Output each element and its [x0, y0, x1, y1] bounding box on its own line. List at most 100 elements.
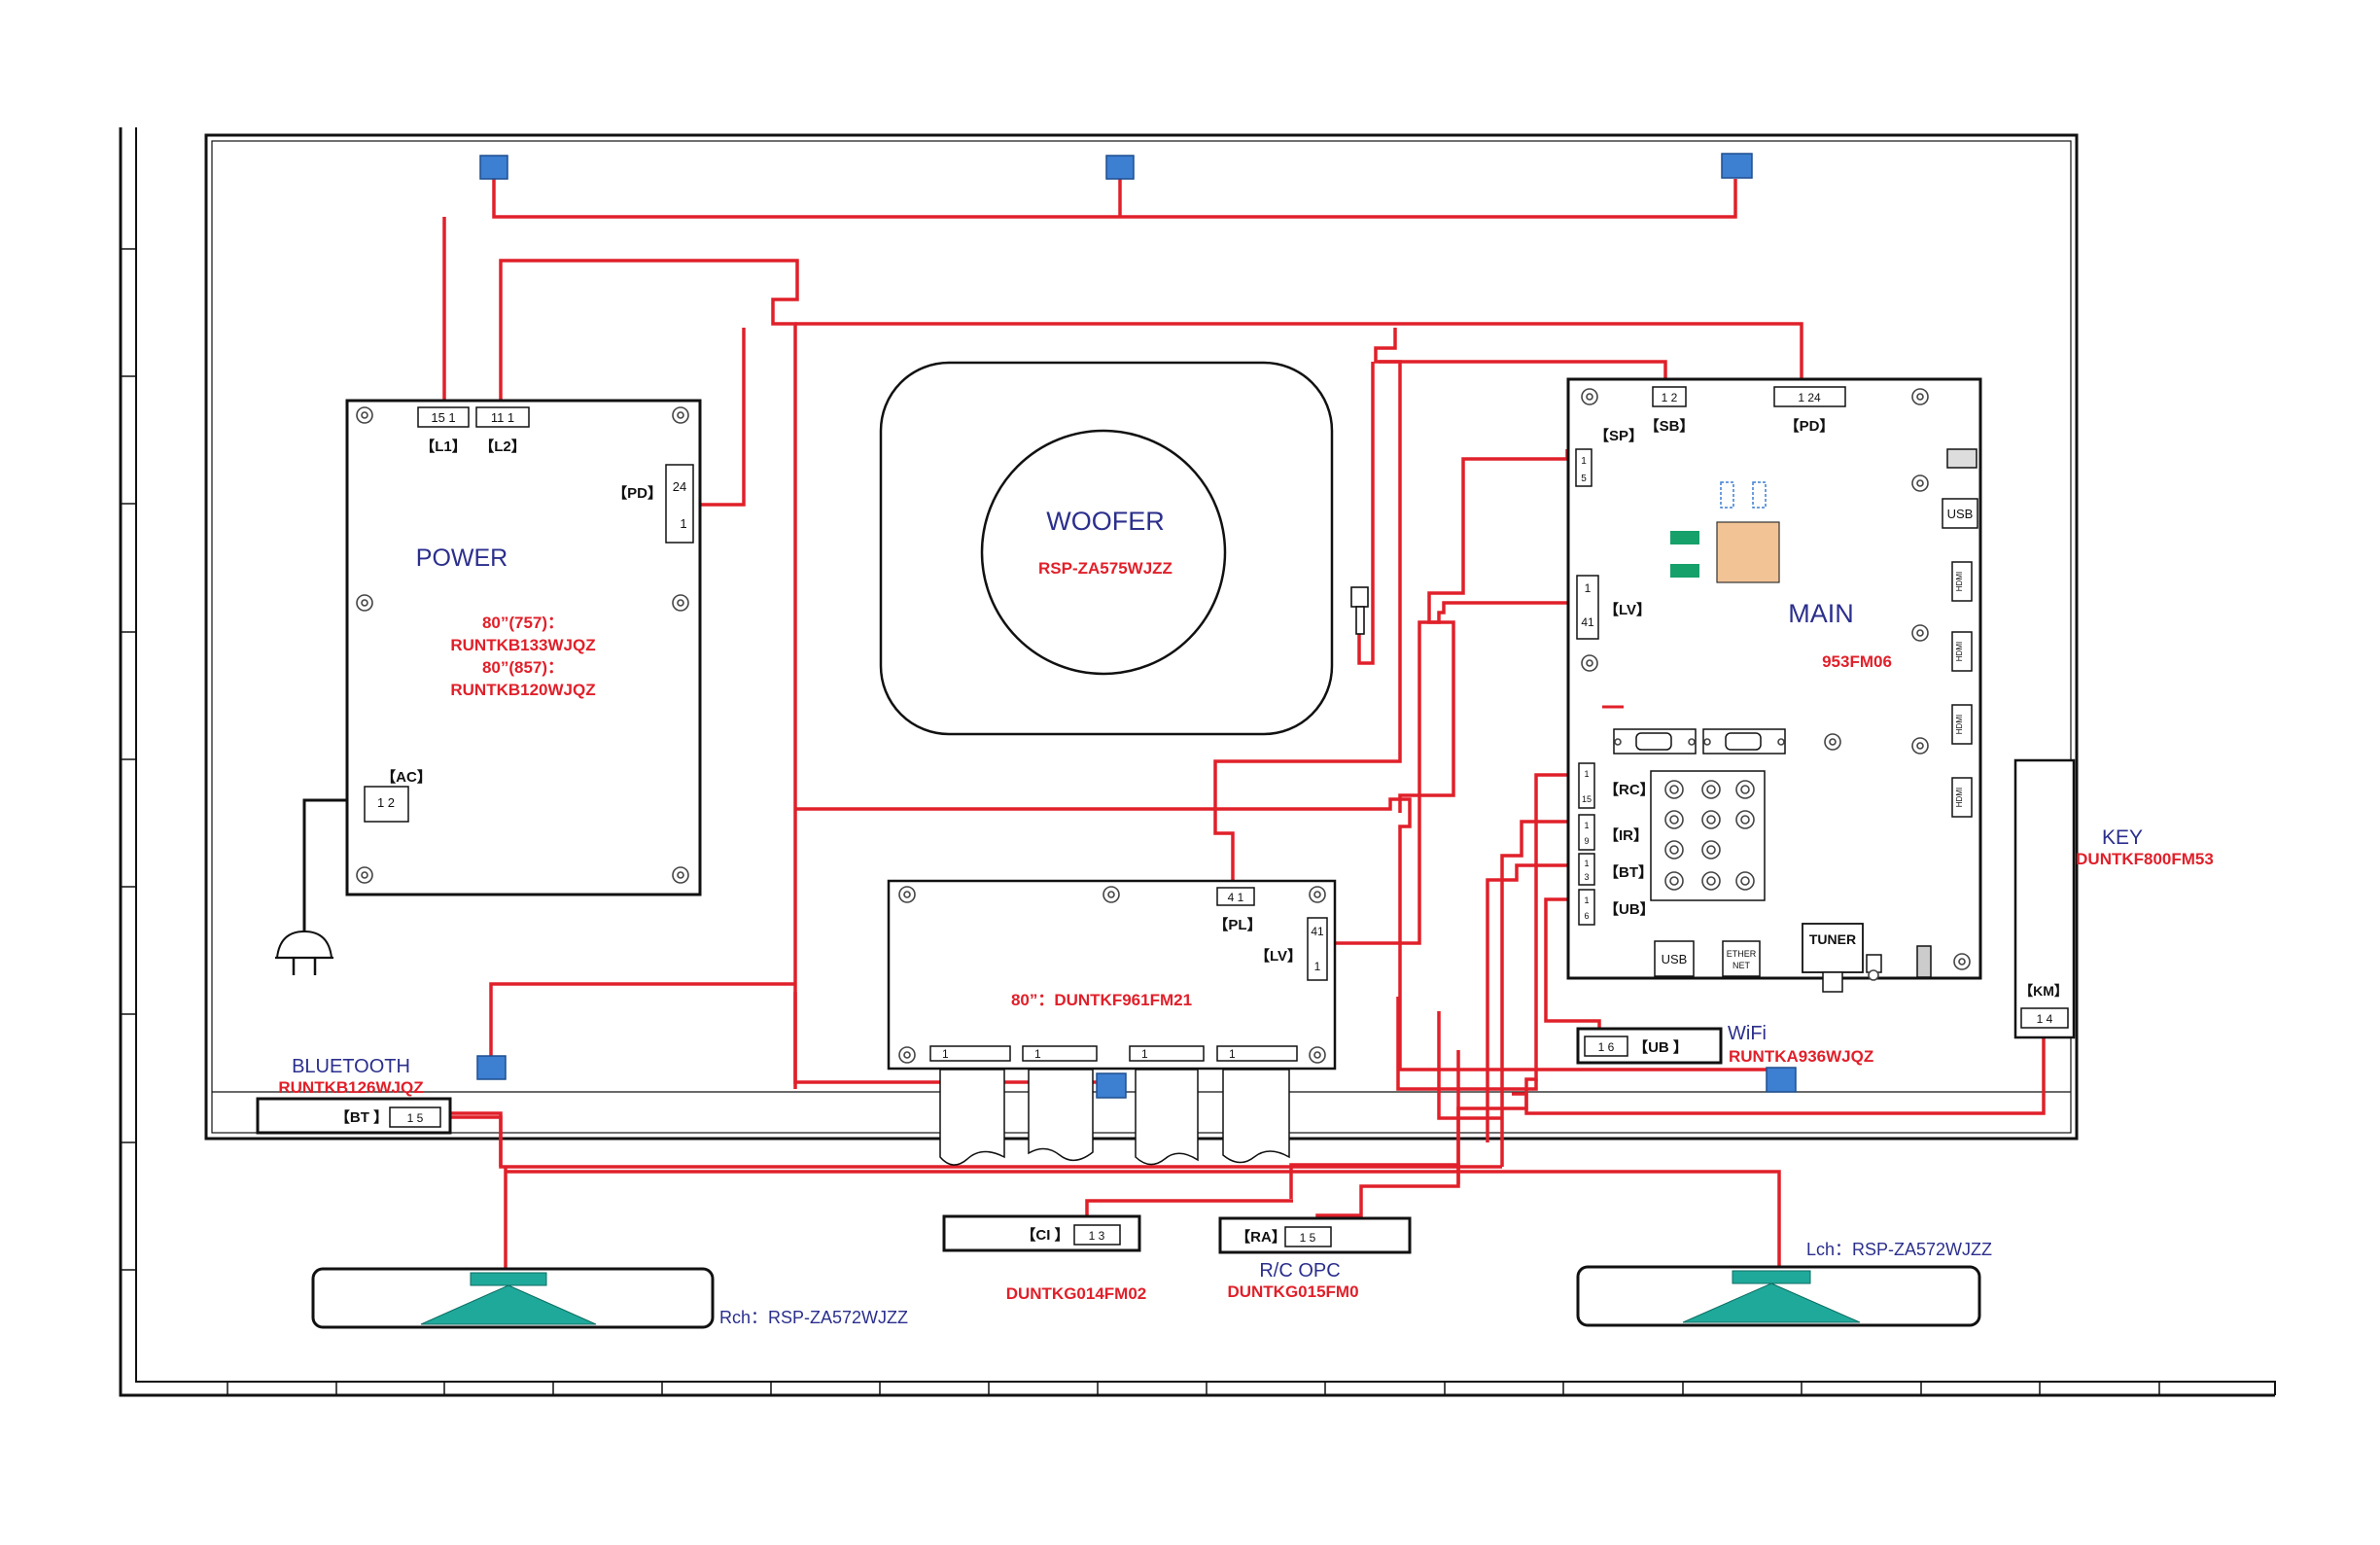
wire-harness: [442, 177, 2046, 1276]
power-ac-label: 【AC】: [381, 768, 432, 786]
wire-clips: [476, 153, 1797, 1099]
tuner-label: TUNER: [1809, 931, 1856, 947]
component: [1670, 531, 1699, 544]
key-km-label: 【KM】: [2019, 983, 2068, 999]
key-title: KEY: [2102, 826, 2143, 849]
key-km-pins: 1 4: [2037, 1012, 2053, 1026]
woofer-unit: WOOFER RSP-ZA575WJZZ: [879, 361, 1369, 736]
lcd-lv-bottom: 1: [1314, 960, 1321, 973]
power-title: POWER: [416, 544, 508, 572]
key-board: 【KM】 1 4 KEY DUNTKF800FM53: [2013, 758, 2214, 1039]
main-title: MAIN: [1788, 599, 1854, 628]
power-pd-top: 24: [673, 479, 686, 494]
hdmi-label: HDMI: [1955, 572, 1964, 591]
main-ub-bottom: 6: [1584, 911, 1589, 921]
main-pd-pins: 1 24: [1798, 391, 1821, 404]
power-l2-label: 【L2】: [479, 438, 526, 455]
ci-conn-pins: 1 3: [1089, 1229, 1105, 1243]
clip: [1105, 155, 1135, 180]
ci-module: 【CI 】 1 3 DUNTKG014FM02: [942, 1214, 1147, 1303]
main-bt-bottom: 3: [1584, 872, 1589, 882]
outer-frame: [119, 127, 2276, 1397]
power-ac-pins: 1 2: [377, 795, 395, 810]
fpc-pin: 1: [1141, 1047, 1148, 1061]
clip: [476, 1055, 507, 1080]
lcd-lv-label: 【LV】: [1255, 947, 1302, 965]
main-sp-bottom: 5: [1581, 474, 1587, 484]
main-bt-label: 【BT】: [1604, 863, 1653, 881]
main-lv-top: 1: [1585, 581, 1592, 595]
lcd-pl-label: 【PL】: [1213, 916, 1261, 933]
wifi-conn-label: 【UB 】: [1633, 1038, 1688, 1056]
ci-part: DUNTKG014FM02: [1006, 1284, 1147, 1303]
speaker-right: Rch：RSP-ZA572WJZZ: [311, 1267, 908, 1329]
woofer-title: WOOFER: [1046, 507, 1165, 536]
main-ir-label: 【IR】: [1604, 826, 1648, 844]
speaker-left-label: Lch：RSP-ZA572WJZZ: [1806, 1240, 1992, 1259]
lcd-fpc-connectors: 1 1 1 1: [929, 1045, 1298, 1062]
main-ir-top: 1: [1584, 821, 1589, 830]
main-bt-top: 1: [1584, 859, 1589, 868]
main-ir-bottom: 9: [1584, 836, 1589, 846]
power-part-2: RUNTKB133WJQZ: [450, 636, 595, 654]
main-rc-top: 1: [1584, 769, 1589, 779]
main-pd-label: 【PD】: [1785, 417, 1835, 435]
fpc-pin: 1: [1034, 1047, 1041, 1061]
main-sp-top: 1: [1581, 456, 1587, 467]
rc-opc-conn-label: 【RA】: [1236, 1228, 1286, 1246]
fpc-pin: 1: [942, 1047, 949, 1061]
rc-opc-conn-pins: 1 5: [1300, 1231, 1316, 1245]
main-sb-pins: 1 2: [1662, 391, 1678, 404]
wifi-title: WiFi: [1728, 1023, 1767, 1044]
lcd-pl-pins: 4 1: [1228, 891, 1244, 904]
main-ub-top: 1: [1584, 895, 1589, 905]
fpc-pin: 1: [1229, 1047, 1236, 1061]
clip: [1721, 153, 1753, 179]
bluetooth-conn-label: 【BT 】: [335, 1108, 388, 1126]
lcd-part: 80”：DUNTKF961FM21: [1011, 991, 1192, 1009]
component: [1670, 564, 1699, 578]
power-part-3: 80”(857)：: [482, 658, 564, 677]
main-rc-bottom: 15: [1582, 794, 1592, 804]
power-board: 15 1 11 1 【L1】 【L2】 24 1 【PD】 POWER 80”(…: [345, 399, 702, 896]
hdmi-label: HDMI: [1955, 715, 1964, 734]
main-rc-label: 【RC】: [1604, 781, 1655, 798]
woofer-part: RSP-ZA575WJZZ: [1038, 559, 1172, 578]
bluetooth-title: BLUETOOTH: [292, 1056, 410, 1077]
hdmi-ports: HDMI HDMI HDMI HDMI: [1951, 561, 1973, 818]
power-l1-pins: 15 1: [431, 410, 455, 425]
main-ub-label: 【UB】: [1604, 900, 1655, 918]
power-part-1: 80”(757)：: [482, 614, 564, 632]
wifi-conn-pins: 1 6: [1598, 1040, 1615, 1054]
ac-power-cord: [275, 798, 365, 975]
power-pd-bottom: 1: [680, 516, 686, 531]
wifi-part: RUNTKA936WJQZ: [1729, 1047, 1873, 1066]
main-lv-label: 【LV】: [1604, 601, 1651, 618]
lcd-control-board: 4 1 【PL】 41 1 【LV】 80”：DUNTKF961FM21 1 1…: [887, 879, 1337, 1166]
main-usb-top: USB: [1947, 507, 1974, 521]
flex-cables: [939, 1069, 1290, 1166]
speaker-left: Lch：RSP-ZA572WJZZ: [1576, 1240, 1992, 1327]
ethernet-line2: NET: [1732, 961, 1751, 970]
ci-conn-label: 【CI 】: [1021, 1226, 1068, 1244]
hdmi-label: HDMI: [1955, 642, 1964, 661]
speaker-right-label: Rch：RSP-ZA572WJZZ: [719, 1308, 908, 1327]
main-part: 953FM06: [1822, 652, 1892, 671]
woofer-connector: [1350, 586, 1369, 608]
main-lv-bottom: 41: [1581, 615, 1594, 629]
power-l2-pins: 11 1: [491, 410, 514, 425]
main-board: 1 2 【SB】 1 24 【PD】 【SP】 1 5 1 41 【LV】 MA…: [1566, 377, 1982, 993]
bluetooth-conn-pins: 1 5: [407, 1111, 424, 1125]
ethernet-line1: ETHER: [1727, 949, 1757, 959]
wifi-module: 1 6 【UB 】 WiFi RUNTKA936WJQZ: [1576, 1023, 1873, 1066]
key-part: DUNTKF800FM53: [2076, 850, 2214, 868]
power-l1-label: 【L1】: [420, 438, 467, 455]
main-usb-bottom: USB: [1662, 952, 1688, 966]
soc-chip: [1716, 521, 1780, 583]
power-pd-label: 【PD】: [612, 484, 662, 502]
power-part-4: RUNTKB120WJQZ: [450, 681, 595, 699]
main-sp-label: 【SP】: [1594, 427, 1643, 444]
rc-opc-part: DUNTKG015FM0: [1227, 1282, 1358, 1301]
bluetooth-module: BLUETOOTH RUNTKB126WJQZ 【BT 】 1 5: [256, 1056, 452, 1135]
